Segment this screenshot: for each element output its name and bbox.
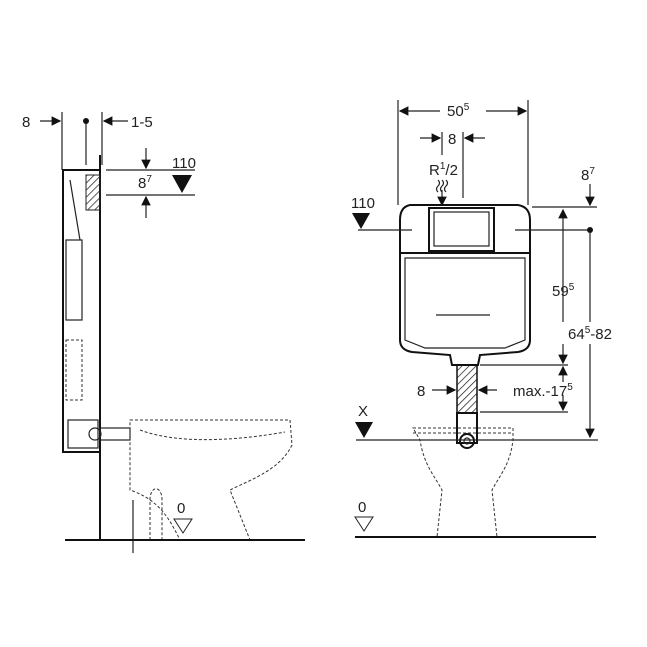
- level-label-x: X: [358, 403, 368, 420]
- dim-label-8-7: 87: [138, 174, 152, 192]
- inlet-thread-label: R1/2: [429, 161, 458, 179]
- dim-label-pipe-offset: 8: [417, 383, 425, 400]
- level-label-110: 110: [351, 195, 375, 212]
- floor-level-icon: [173, 518, 193, 534]
- dim-label-width: 505: [447, 102, 470, 120]
- level-marker-icon: [352, 213, 370, 229]
- level-marker-icon: [172, 175, 192, 193]
- cistern-front: [399, 204, 531, 449]
- dim-label-pipe-length: max.-175: [513, 382, 573, 400]
- front-view: 505 8 R1/2 87 110: [351, 100, 646, 538]
- dim-label-total-height: 645-82: [568, 325, 612, 343]
- dim-label-cistern-height: 595: [552, 282, 575, 300]
- flush-pipe: [456, 364, 478, 414]
- toilet-front-outline: [412, 427, 514, 538]
- dim-label-8: 8: [22, 114, 30, 131]
- side-view: 8 1-5 87 110 0: [22, 112, 305, 553]
- frame-side: [62, 169, 131, 453]
- toilet-side-outline: [129, 419, 293, 553]
- level-marker-icon: [355, 422, 373, 438]
- dim-label-1-5: 1-5: [131, 114, 153, 131]
- level-label-0: 0: [358, 499, 366, 516]
- floor-level-icon: [354, 516, 374, 532]
- dim-label-top-offset: 87: [581, 166, 595, 184]
- water-inlet-icon: [435, 179, 449, 193]
- dim-label-inlet-offset: 8: [448, 131, 456, 148]
- level-label-110: 110: [172, 155, 196, 172]
- level-label-0: 0: [177, 500, 185, 517]
